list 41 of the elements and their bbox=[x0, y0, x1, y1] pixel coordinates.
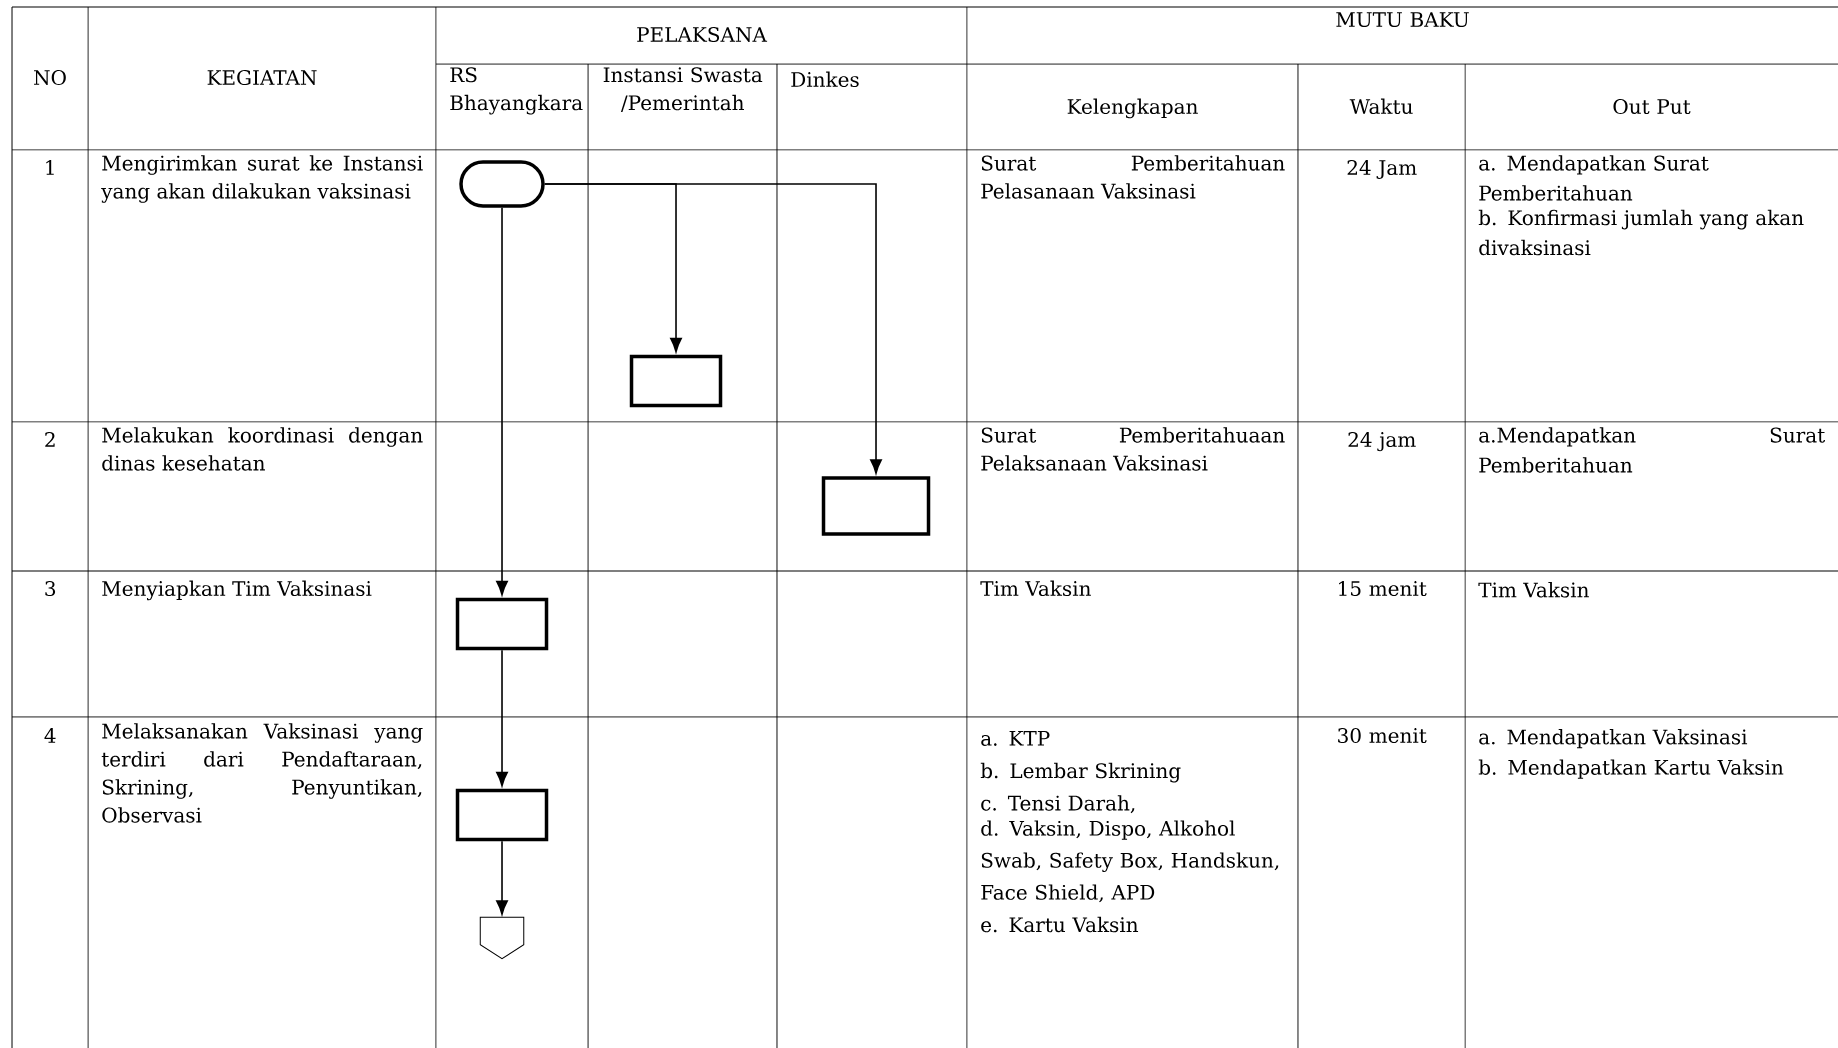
process-box bbox=[455, 597, 549, 651]
output-text: a.Mendapatkan Surat Pemberitahuan bbox=[1479, 427, 1826, 473]
activity-text: Mengirimkan surat ke Instansi yang akan dilakukan vaksinasi bbox=[101, 155, 423, 203]
column-header: NO bbox=[34, 69, 66, 86]
off-page-connector bbox=[479, 916, 525, 960]
column-header: Out Put bbox=[1613, 98, 1691, 115]
duration-text: 30 menit bbox=[1338, 727, 1427, 744]
output-text: a. Mendapatkan Vaksinasi bbox=[1479, 729, 1748, 749]
row-number: 1 bbox=[46, 159, 54, 175]
arrow bbox=[496, 840, 508, 915]
column-header: MUTU BAKU bbox=[1336, 12, 1469, 28]
column-header: PELAKSANA bbox=[637, 26, 768, 43]
arrow bbox=[496, 649, 508, 787]
process-box bbox=[629, 354, 723, 408]
row-number: 4 bbox=[44, 727, 56, 743]
column-header: Instansi Swasta /Pemerintah bbox=[603, 67, 763, 112]
requirement-text: Surat Pemberitahuan Pelasanaan Vaksinasi bbox=[981, 155, 1285, 199]
requirement-text: a. KTP bbox=[981, 731, 1050, 746]
process-box bbox=[821, 476, 931, 536]
activity-text: Melakukan koordinasi dengan dinas kesehatan bbox=[102, 427, 423, 471]
requirement-text: e. Kartu Vaksin bbox=[981, 916, 1139, 933]
output-text: b. Mendapatkan Kartu Vaksin bbox=[1478, 759, 1784, 779]
arrow bbox=[543, 183, 882, 474]
output-text: b. Konfirmasi jumlah yang akan divaksinasi bbox=[1478, 209, 1804, 256]
duration-text: 24 jam bbox=[1348, 431, 1416, 452]
column-header: Kelengkapan bbox=[1067, 98, 1198, 119]
output-text: Tim Vaksin bbox=[1478, 582, 1589, 598]
duration-text: 15 menit bbox=[1339, 580, 1427, 597]
arrow bbox=[496, 206, 508, 596]
duration-text: 24 Jam bbox=[1347, 159, 1417, 179]
column-header: Waktu bbox=[1349, 98, 1413, 115]
requirement-text: b. Lembar Skrining bbox=[980, 762, 1181, 783]
activity-text: Menyiapkan Tim Vaksinasi bbox=[102, 580, 372, 601]
requirement-text: c. Tensi Darah, bbox=[981, 795, 1135, 814]
row-number: 3 bbox=[45, 580, 56, 597]
terminator-shape bbox=[459, 160, 545, 208]
requirement-text: Tim Vaksin bbox=[980, 580, 1091, 597]
process-box bbox=[455, 788, 549, 842]
column-header: Dinkes bbox=[791, 71, 859, 88]
row-number: 2 bbox=[45, 431, 55, 447]
column-header: KEGIATAN bbox=[207, 69, 317, 86]
